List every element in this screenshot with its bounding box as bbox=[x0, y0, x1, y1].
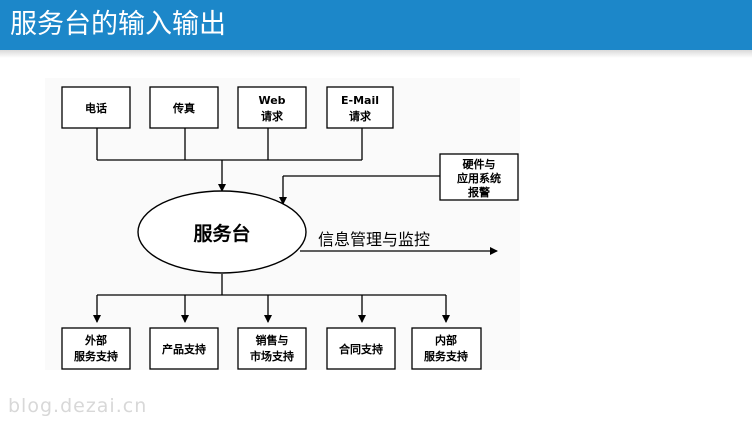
alarm-box-line1: 硬件与 bbox=[463, 157, 496, 171]
title-bar: 服务台的输入输出 bbox=[0, 0, 752, 50]
slide-title: 服务台的输入输出 bbox=[10, 9, 226, 40]
watermark: blog.dezai.cn bbox=[8, 395, 148, 417]
output-box-product-label: 产品支持 bbox=[162, 342, 206, 356]
output-box-internal: 内部 服务支持 bbox=[411, 327, 482, 370]
title-shadow bbox=[0, 50, 752, 58]
output-box-contract-label: 合同支持 bbox=[339, 342, 383, 356]
input-box-fax-label: 传真 bbox=[172, 101, 195, 115]
input-box-email-line2: 请求 bbox=[349, 109, 372, 123]
input-box-email: E-Mail 请求 bbox=[326, 86, 394, 129]
input-box-phone: 电话 bbox=[61, 86, 131, 129]
output-box-internal-line2: 服务支持 bbox=[424, 349, 468, 363]
output-box-sales-line2: 市场支持 bbox=[250, 349, 294, 363]
input-connectors bbox=[93, 128, 498, 323]
input-box-email-line1: E-Mail bbox=[341, 94, 379, 107]
output-box-internal-line1: 内部 bbox=[435, 333, 457, 347]
output-box-contract: 合同支持 bbox=[326, 327, 396, 370]
output-box-product: 产品支持 bbox=[149, 327, 219, 370]
alarm-box: 硬件与 应用系统 报警 bbox=[439, 153, 519, 201]
input-box-web: Web 请求 bbox=[237, 86, 307, 129]
output-box-sales-line1: 销售与 bbox=[256, 333, 289, 347]
output-box-sales: 销售与 市场支持 bbox=[237, 327, 307, 370]
output-box-external-line2: 服务支持 bbox=[74, 349, 118, 363]
input-box-web-line2: 请求 bbox=[261, 109, 284, 123]
input-box-web-line1: Web bbox=[258, 94, 285, 107]
alarm-box-line2: 应用系统 bbox=[457, 171, 501, 185]
service-desk-node: 服务台 bbox=[137, 190, 307, 274]
output-box-external: 外部 服务支持 bbox=[61, 327, 131, 370]
input-box-fax: 传真 bbox=[149, 86, 219, 129]
alarm-box-line3: 报警 bbox=[468, 185, 490, 199]
output-box-external-line1: 外部 bbox=[84, 333, 107, 347]
input-box-phone-label: 电话 bbox=[85, 101, 107, 115]
service-desk-label: 服务台 bbox=[193, 222, 250, 245]
info-management-label: 信息管理与监控 bbox=[318, 230, 430, 249]
